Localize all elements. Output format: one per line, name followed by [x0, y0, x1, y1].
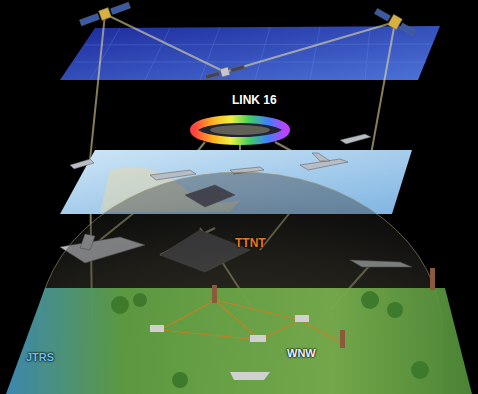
network-name: WNW	[287, 348, 316, 359]
network-name: LINK 16	[232, 94, 277, 106]
network-name: TTNT	[235, 237, 266, 249]
network-name: JTRS	[26, 352, 54, 363]
